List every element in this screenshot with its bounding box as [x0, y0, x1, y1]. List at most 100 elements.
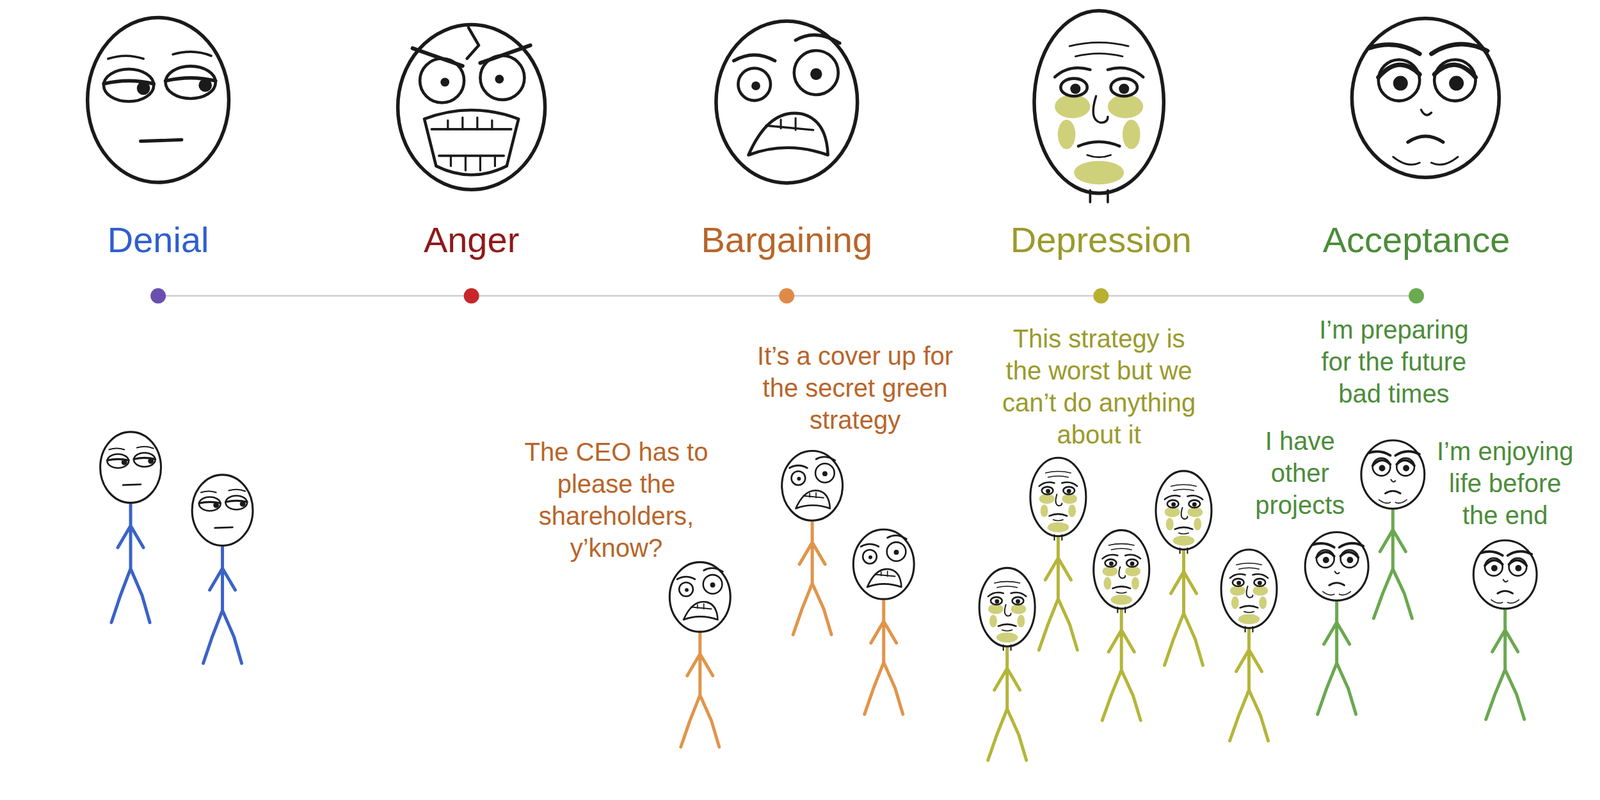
stick-figure [1473, 540, 1537, 720]
stick-figure [1155, 471, 1212, 666]
pupil [1118, 83, 1129, 95]
face-line [1102, 554, 1119, 559]
pupil [1015, 599, 1021, 604]
face-line [228, 489, 246, 492]
face-shape [1187, 506, 1203, 518]
face-line [816, 456, 836, 461]
face-shape [996, 632, 1019, 643]
face-line [1379, 499, 1391, 504]
face-shape [87, 17, 230, 183]
face-line [1503, 579, 1508, 583]
stick-figure [782, 451, 843, 635]
face-shape [1057, 119, 1076, 150]
face-line [1075, 53, 1123, 57]
face-shape [1107, 94, 1144, 119]
stage-label: Anger [423, 222, 520, 258]
face-line [1164, 495, 1181, 500]
stage-face [1351, 18, 1499, 178]
face-line [1117, 607, 1126, 613]
pupil [1171, 502, 1176, 507]
face-shape [1047, 522, 1070, 533]
face-shape [165, 65, 216, 99]
face-shape [1221, 549, 1277, 629]
face-shape [795, 490, 830, 509]
face-line [122, 483, 141, 487]
figure-face [192, 474, 253, 546]
face-line [450, 155, 495, 171]
face-shape [1131, 577, 1140, 591]
pupil [440, 77, 450, 87]
face-line [795, 35, 840, 44]
stick-body [1038, 536, 1078, 651]
stick-figure [192, 474, 253, 664]
face-shape [1104, 577, 1112, 591]
face-line [1245, 626, 1254, 632]
face-line [1431, 156, 1458, 165]
face-shape [887, 542, 907, 562]
stage-label: Acceptance [1322, 222, 1511, 258]
face-shape [862, 549, 877, 564]
face-line [780, 118, 796, 130]
face-shape [1304, 532, 1369, 601]
face-line [1335, 571, 1340, 575]
face-shape [679, 582, 694, 597]
face-line [1480, 551, 1503, 556]
face-line [1011, 592, 1027, 597]
face-line [103, 80, 154, 84]
face-line [165, 78, 216, 82]
figure-face [1155, 471, 1212, 554]
face-shape [1063, 487, 1075, 495]
face-shape [1068, 504, 1076, 518]
stick-figure [669, 561, 731, 747]
face-line [1173, 489, 1195, 491]
figure-face [669, 561, 731, 632]
face-shape [1110, 594, 1133, 605]
face-shape [1122, 119, 1141, 150]
face-line [1054, 535, 1062, 541]
face-shape [192, 474, 253, 546]
quote-label: This strategy is the worst but we can’t … [996, 322, 1202, 451]
face-line [412, 48, 463, 66]
face-shape [669, 561, 731, 632]
face-shape [1434, 59, 1476, 101]
pupil [796, 476, 801, 481]
face-shape [867, 568, 902, 587]
face-line [874, 574, 896, 577]
face-shape [1232, 578, 1245, 587]
face-line [1240, 606, 1259, 608]
face-line [1507, 599, 1520, 603]
face-line [432, 128, 512, 131]
face-line [1108, 544, 1135, 546]
pupil [1515, 565, 1522, 572]
quote-label: I have other projects [1251, 424, 1348, 521]
face-shape [1155, 471, 1212, 550]
pupil [710, 582, 716, 588]
face-shape [853, 529, 914, 600]
figure-face [1093, 529, 1150, 613]
face-line [1340, 552, 1359, 558]
timeline-dot [778, 288, 795, 304]
face-shape [1093, 529, 1150, 609]
face-line [1507, 551, 1533, 556]
face-shape [1231, 596, 1240, 610]
face-line [199, 501, 221, 504]
face-shape [1012, 597, 1024, 605]
face-line [1003, 645, 1012, 651]
face-shape [1340, 549, 1359, 568]
face-shape [1030, 457, 1087, 537]
quote-label: The CEO has to please the shareholders, … [520, 435, 713, 564]
face-line [1049, 513, 1068, 516]
face-line [697, 604, 704, 610]
face-shape [199, 496, 221, 511]
face-line [1316, 552, 1335, 558]
pupil [868, 555, 873, 560]
face-shape [1230, 585, 1246, 596]
face-shape [1041, 487, 1054, 495]
face-line [172, 51, 212, 56]
stick-figure [100, 432, 162, 623]
pupil [1346, 556, 1353, 564]
face-line [1244, 611, 1255, 613]
face-line [1045, 471, 1072, 473]
face-shape [1054, 94, 1090, 119]
